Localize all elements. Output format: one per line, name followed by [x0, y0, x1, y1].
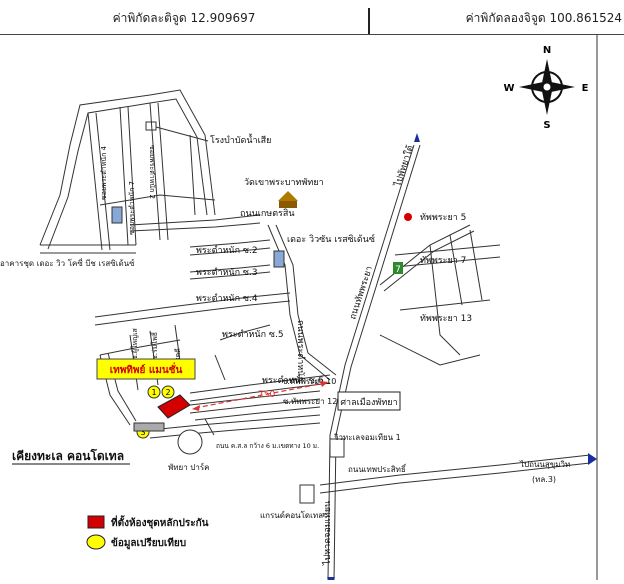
soi12-label: ซ.ทัพพระยา 12: [283, 397, 337, 406]
to-jomtien-label: ไปหาดจอมเทียน: [322, 501, 333, 566]
store-icon: [404, 213, 412, 221]
temple-label: วัดเขาพระบาทพัทยา: [244, 178, 324, 188]
compass-icon: N S W E: [503, 45, 588, 131]
soi-e-label: ซ.ร่มโพธิ์: [149, 331, 159, 360]
longitude-label: ค่าพิกัดลองจิจูด 100.861524: [465, 11, 622, 25]
legend-red-box-icon: [87, 515, 105, 529]
soi5-label: พระตำหนัก ซ.5: [222, 329, 284, 340]
thappraya13-label: ทัพพระยา 13: [420, 314, 472, 324]
arrow-north-icon: [414, 133, 420, 142]
to-sukhumvit-label: ไปถนนสุขุมวิท: [519, 460, 570, 469]
condo-left-icon: [111, 206, 123, 224]
temple-icon: [278, 191, 298, 208]
location-map: N S W E โรงบำบัดน้ำเสีย วัดเขาพระบาทพัทย…: [0, 35, 624, 584]
condotel-title: เคียงทะเล คอนโดเทล: [12, 448, 124, 463]
compass-e: E: [582, 83, 589, 94]
legend-yellow-circle-label: ข้อมูลเปรียบเทียบ: [111, 537, 186, 550]
svg-text:7: 7: [395, 265, 401, 275]
header-divider: [368, 8, 370, 34]
map-legend: ที่ตั้งห้องชุดหลักประกัน ข้อมูลเปรียบเที…: [86, 515, 209, 550]
compass-w: W: [503, 83, 514, 94]
condotel-building: [133, 422, 165, 432]
coordinates-header: ค่าพิกัดละติจูด 12.909697 ค่าพิกัดลองจิจ…: [0, 0, 624, 35]
soi2-label: พระตำหนัก ซ.2: [196, 245, 258, 256]
legend-yellow-circle-icon: [86, 534, 106, 550]
soi10-label: ซ.ทัพพระยา 10: [282, 377, 336, 386]
park-icon: [177, 429, 203, 455]
target-name-box: [96, 358, 196, 380]
condo-left-label: อาคารชุด เดอะ วิว โคซี่ บีช เรสซิเด้นซ์: [0, 257, 135, 268]
to-pattaya-tai-label: ไปพัทยาใต้: [392, 144, 416, 189]
phra-tamnak-road-label: ถนนพระตำหนัก: [295, 320, 306, 382]
soi-f-label: ซ.ผู้ใหญ่เส: [130, 328, 139, 360]
soi-b-label: ซอยพระตำหนัก 2: [148, 145, 156, 199]
kasem-road-label: ถนนเกษตรสิน: [240, 208, 295, 219]
target-location-marker: [157, 394, 191, 419]
compare-badge-1: [147, 385, 161, 399]
road-network-east: [319, 144, 591, 581]
soi-c-label: ซอยพระตำหนัก 7: [128, 181, 136, 235]
soi-a-label: ซอยพระตำหนัก 4: [100, 145, 108, 200]
view-talay-building: [329, 438, 345, 458]
highway3-label: (ทล.3): [532, 475, 556, 484]
compass-s: S: [543, 120, 550, 131]
svg-text:1: 1: [151, 388, 156, 397]
condo-center-label: เดอะ วิวซัน เรสซิเด้นซ์: [287, 233, 375, 245]
distance-line: [194, 382, 326, 409]
latitude-label: ค่าพิกัดละติจูด 12.909697: [112, 11, 256, 25]
thappraya7-label: ทัพพระยา 7: [420, 256, 466, 266]
road-network-north: [39, 89, 261, 254]
water-plant-icon: [145, 121, 157, 131]
water-plant-label: โรงบำบัดน้ำเสีย: [210, 133, 271, 146]
thappraya5-label: ทัพพระยา 5: [420, 213, 466, 223]
grand-condotel-label: แกรนด์คอนโดเทล: [260, 510, 323, 520]
soi3-label: พระตำหนัก ซ.3: [196, 267, 258, 278]
legend-red-box-label: ที่ตั้งห้องชุดหลักประกัน: [111, 515, 209, 529]
park-label: พัทยา ปาร์ค: [168, 462, 210, 472]
condo-center-icon: [273, 250, 285, 268]
compare-badge-2: [161, 385, 175, 399]
seven-eleven-icon: 7: [393, 262, 403, 275]
view-talay-label: วิวทะเลจอมเทียน 1: [333, 433, 400, 442]
arrow-east-icon: [588, 453, 597, 465]
distance-label: 750: [258, 390, 275, 400]
soi6-label: พระตำหนัก ซ.6: [262, 375, 324, 386]
svg-text:3: 3: [140, 428, 145, 437]
thep-road-label: ถนนเทพประสิทธิ์: [348, 463, 407, 474]
small-road-label: ถนน ค.ส.ล กว้าง 6 ม.เขตทาง 10 ม.: [216, 442, 319, 450]
target-name-label: เทพทิพย์ แมนชั่น: [110, 362, 183, 376]
svg-text:2: 2: [165, 388, 170, 397]
grand-condotel-building: [299, 484, 315, 504]
court-label: ศาลเมืองพัทยา: [340, 397, 397, 408]
soi4-label: พระตำหนัก ซ.4: [196, 293, 258, 304]
compass-n: N: [543, 45, 551, 56]
court-box: [337, 391, 401, 411]
